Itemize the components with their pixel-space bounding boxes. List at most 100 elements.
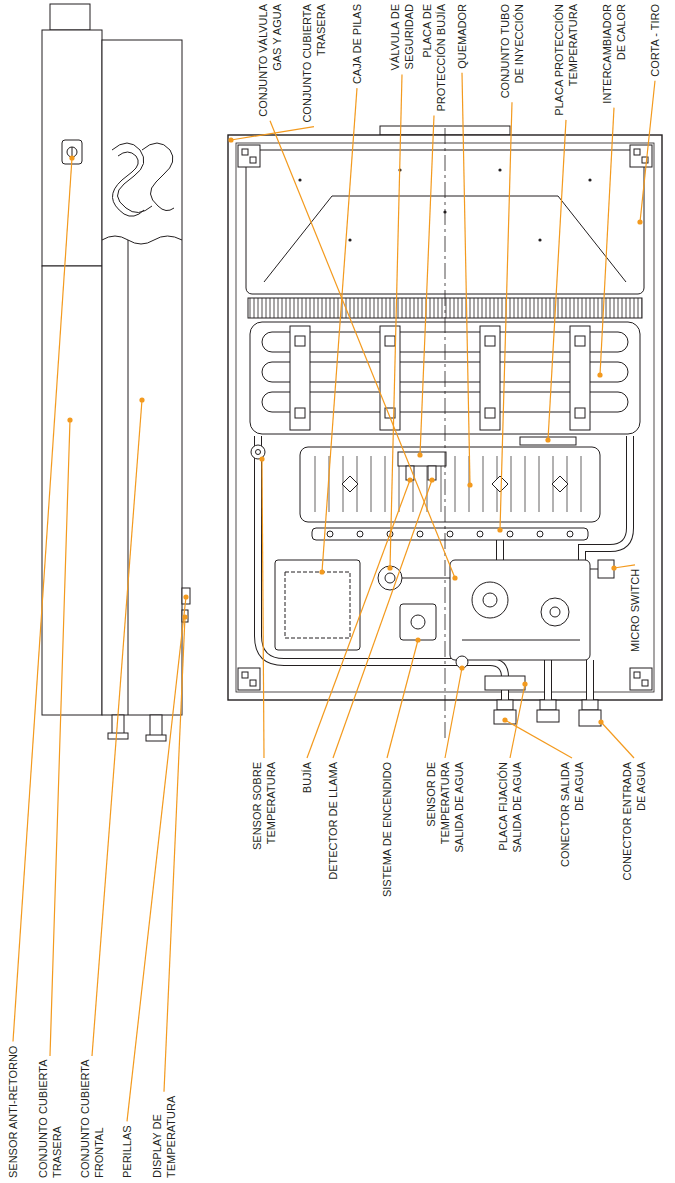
part-label: QUEMADOR <box>455 4 469 84</box>
leader-dot <box>139 397 144 402</box>
part-label: CONJUNTO CUBIERTA TRASERA <box>36 1054 64 1178</box>
front-view-part <box>541 598 569 626</box>
leader-line <box>462 73 470 485</box>
side-view-part <box>142 143 174 211</box>
leader-line <box>600 108 614 375</box>
part-label: PLACA DE PROTECCIÓN BUJÍA <box>420 4 448 116</box>
front-view-part <box>275 560 360 650</box>
leader-dot <box>387 565 392 570</box>
leader-dot <box>467 482 472 487</box>
front-view-part-part <box>588 178 591 181</box>
leader-line <box>601 722 634 758</box>
front-view-part-part <box>570 326 590 430</box>
front-view-part-part <box>385 336 395 346</box>
front-view-part-part <box>544 660 552 700</box>
front-view-part-part <box>380 326 400 430</box>
front-view-part <box>497 700 513 710</box>
part-label: SENSOR SOBRE TEMPERATURA <box>250 762 278 854</box>
part-label: PLACA FIJACIÓN SALIDA DE AGUA <box>496 762 524 858</box>
front-view-part-part <box>575 408 585 418</box>
leader-dot <box>182 614 187 619</box>
leader-line <box>500 102 512 530</box>
leader-line <box>548 120 566 440</box>
front-view-part-part <box>477 531 483 537</box>
front-view-part <box>290 326 590 430</box>
front-view-part <box>450 560 590 660</box>
leader-dot <box>522 681 527 686</box>
side-view-part <box>102 236 182 244</box>
side-view-part <box>146 735 166 741</box>
front-view-part-part <box>327 531 333 537</box>
side-view-part <box>42 30 102 266</box>
front-view-part-part <box>634 149 640 155</box>
leader-line <box>307 480 410 758</box>
leader-dot <box>183 594 188 599</box>
leader-dot <box>259 456 264 461</box>
part-label: SISTEMA DE ENCENDIDO <box>380 762 394 912</box>
front-view-part <box>342 476 358 492</box>
part-label: DISPLAY DE TEMPERATURA <box>150 1090 178 1178</box>
leader-dot <box>429 477 434 482</box>
leader-dot <box>598 719 603 724</box>
part-label: CAJA DE PILAS <box>350 4 364 99</box>
leader-line <box>510 684 525 758</box>
leader-line <box>231 127 314 140</box>
front-view-part-part <box>586 660 594 700</box>
leader-line <box>127 597 186 1121</box>
front-view-part-part <box>242 149 248 155</box>
front-view-part <box>300 447 600 522</box>
part-label: SENSOR ANTI-RETORNO <box>6 1028 20 1178</box>
leader-line <box>50 420 70 1056</box>
front-view-part-part <box>485 408 495 418</box>
front-view-part-part <box>238 668 260 690</box>
part-label: CONJUNTO TUBO DE INYECCIÓN <box>498 4 526 104</box>
front-view-part-part <box>507 531 513 537</box>
front-view-part <box>402 578 450 579</box>
part-label: DETECTOR DE LLAMA <box>326 762 340 892</box>
side-view-part <box>150 715 162 737</box>
part-label: CONJUNTO CUBIERTA FRONTAL <box>78 1054 106 1178</box>
front-view-part-part <box>250 157 256 163</box>
part-label: CORTA - TIRO <box>648 4 662 94</box>
leader-line <box>262 459 264 758</box>
leader-line <box>13 158 72 1042</box>
front-view-part-part <box>357 531 363 537</box>
front-view-part-part <box>290 326 310 430</box>
front-view-part <box>537 710 559 722</box>
front-view-part <box>256 450 261 455</box>
front-view-part <box>327 531 573 537</box>
front-view-part <box>462 640 580 641</box>
leader-dot <box>502 717 507 722</box>
front-view-part <box>540 700 556 710</box>
front-view-part-part <box>497 540 503 560</box>
part-label: CONECTOR ENTRADA DE AGUA <box>620 762 648 886</box>
side-view-part <box>62 140 82 164</box>
front-view-part <box>445 128 446 738</box>
leader-dot <box>67 417 72 422</box>
side-view-part <box>112 152 144 216</box>
side-view-part <box>108 733 128 739</box>
front-view-part <box>411 615 425 629</box>
front-view-part-part <box>498 168 501 171</box>
front-view-part-part <box>417 531 423 537</box>
leader-line <box>164 617 185 1092</box>
part-label: SENSOR DE TEMPERATURA SALIDA DE AGUA <box>424 762 466 858</box>
leader-dot <box>319 569 324 574</box>
side-view <box>42 4 190 741</box>
leader-dot <box>611 565 616 570</box>
front-view-part-part <box>587 660 593 700</box>
front-view-part-part <box>496 540 504 560</box>
front-view-part <box>483 593 497 607</box>
front-view-part-part <box>447 531 453 537</box>
part-label: CONECTOR SALIDA DE AGUA <box>558 762 586 872</box>
front-view-part-part <box>538 238 541 241</box>
part-label: PLACA PROTECCIÓN TEMPERATURA <box>552 4 580 122</box>
leader-dot <box>459 665 464 670</box>
front-view-part-part <box>480 326 500 430</box>
front-view-part-part <box>642 680 648 686</box>
side-view-part <box>42 266 102 715</box>
front-view-part <box>378 566 402 590</box>
front-view-part <box>308 456 592 512</box>
leader-line <box>270 121 455 578</box>
front-view <box>228 126 662 738</box>
